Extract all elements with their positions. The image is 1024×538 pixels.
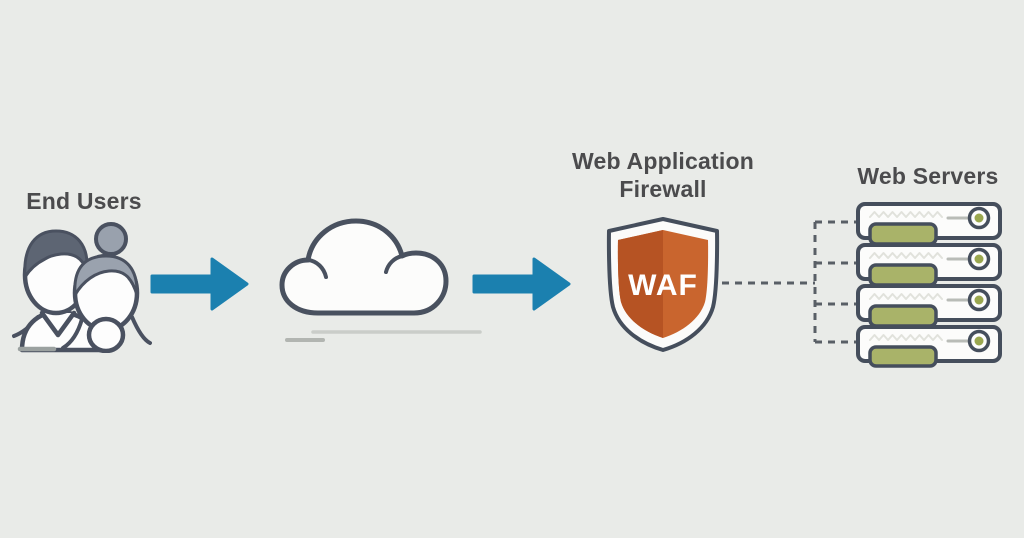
waf-label-line2: Firewall [619, 176, 707, 202]
waf-label: Web Application Firewall [563, 147, 763, 203]
server-unit [856, 243, 1002, 287]
server-unit [856, 284, 1002, 328]
server-unit [856, 325, 1002, 368]
end-users-label: End Users [26, 188, 142, 214]
waf-badge-text: WAF [628, 269, 698, 302]
server-stack-icon [856, 202, 1002, 368]
web-servers-label: Web Servers [857, 163, 999, 189]
waf-shield-icon: WAF [606, 217, 720, 352]
server-unit [856, 202, 1002, 246]
users-icon [12, 222, 152, 353]
dashed-connector [722, 220, 856, 344]
waf-label-line1: Web Application [572, 148, 754, 174]
cloud-icon [279, 218, 482, 342]
flow-arrow-icon [472, 257, 571, 311]
flow-arrow-icon [150, 257, 249, 311]
